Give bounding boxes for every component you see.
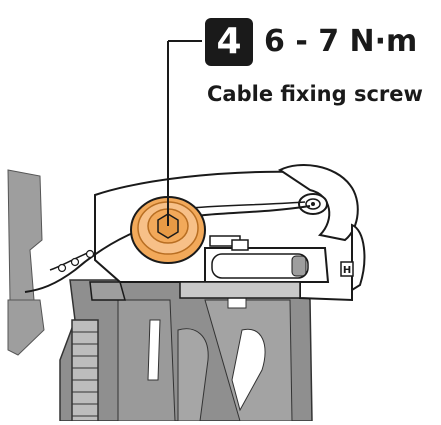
lever-body-grey [7, 169, 45, 356]
mount-plate [89, 281, 301, 301]
ribbed-cylinder [71, 319, 99, 422]
lower-bracket [59, 279, 313, 422]
part-label: Cable fixing screw [207, 82, 423, 106]
leader-line [167, 40, 202, 226]
cable-adjuster [298, 193, 328, 215]
battery-compartment [204, 235, 330, 283]
torque-value: 6 - 7 N·m [264, 24, 418, 59]
component-letter: H [343, 265, 351, 276]
step-number-badge: 4 [205, 18, 253, 66]
